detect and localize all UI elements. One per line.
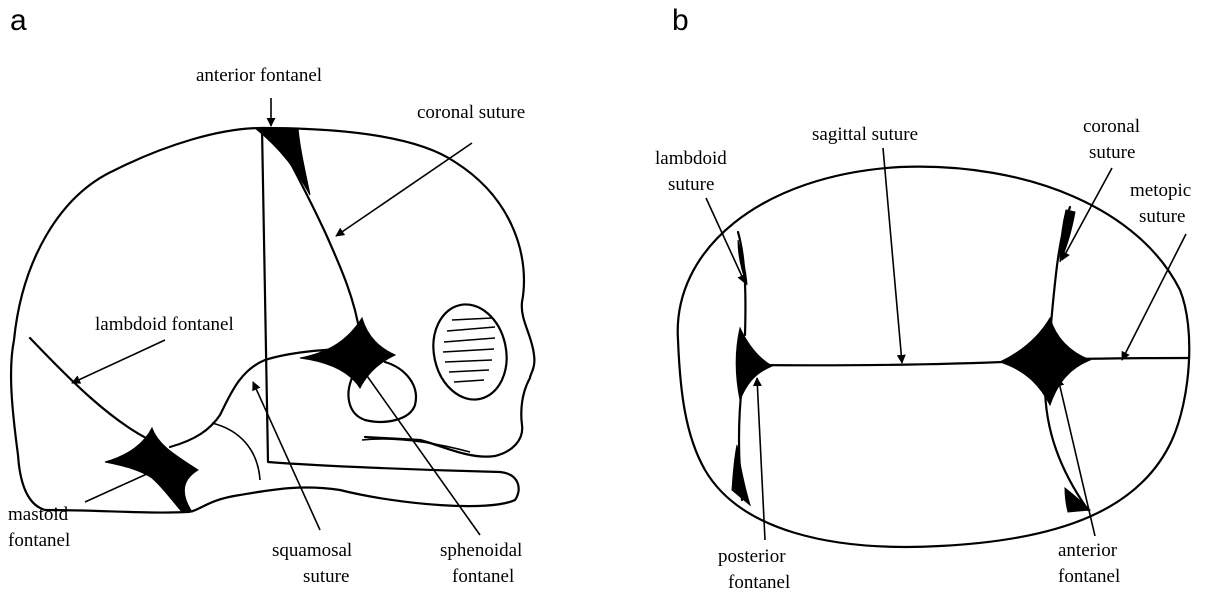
panel-a: a anterior fontanel (8, 4, 534, 587)
label-sagittal-suture: sagittal suture (812, 124, 918, 145)
anterior-fontanel-top-mark (1000, 318, 1090, 405)
posterior-fontanel-mark (736, 328, 772, 400)
arrow-sagittal-suture (883, 148, 902, 363)
label-mastoid-line2: fontanel (8, 530, 70, 551)
label-metopic-suture-line2: suture (1139, 206, 1185, 227)
coronal-suture-line (272, 128, 360, 335)
label-coronal-suture-line2: suture (1089, 142, 1135, 163)
label-mastoid-line1: mastoid (8, 504, 69, 525)
label-metopic-suture-line1: metopic (1130, 180, 1191, 201)
sphenoidal-fontanel-mark (300, 318, 395, 388)
label-coronal-suture-line1: coronal (1083, 116, 1140, 137)
label-lambdoid-suture-line2: suture (668, 174, 714, 195)
arrow-anterior-fontanel-top (1058, 378, 1095, 536)
panel-a-letter: a (10, 4, 27, 37)
label-anterior-fontanel-line1: anterior (1058, 540, 1118, 561)
label-anterior-fontanel-line2: fontanel (1058, 566, 1120, 587)
arrow-coronal-suture (336, 143, 472, 236)
mastoid-fontanel-mark (105, 428, 198, 512)
arrow-mastoid-fontanel (85, 468, 160, 502)
orbit-shell (425, 298, 515, 407)
label-sphenoidal-line2: fontanel (452, 566, 514, 587)
label-anterior-fontanel: anterior fontanel (196, 65, 322, 86)
panel-b: b lambdoid suture sagittal suture corona… (655, 4, 1191, 593)
lambdoid-lower-mark (732, 445, 750, 505)
label-posterior-fontanel-line1: posterior (718, 546, 786, 567)
label-posterior-fontanel-line2: fontanel (728, 572, 790, 593)
label-sphenoidal-line1: sphenoidal (440, 540, 522, 561)
arrow-squamosal-suture (253, 382, 320, 530)
lambdoid-suture-line (30, 338, 150, 440)
arrow-posterior-fontanel (757, 378, 765, 540)
coronal-upper-mark (1060, 210, 1075, 262)
label-lambdoid-fontanel: lambdoid fontanel (95, 314, 234, 335)
panel-b-letter: b (672, 4, 689, 37)
label-squamosal-line1: squamosal (272, 540, 352, 561)
temporal-curve (212, 423, 260, 480)
label-squamosal-line2: suture (303, 566, 349, 587)
arrow-lambdoid-fontanel (72, 340, 165, 383)
label-lambdoid-suture-line1: lambdoid (655, 148, 727, 169)
sagittal-suture-line (745, 360, 1045, 365)
label-coronal-suture: coronal suture (417, 102, 525, 123)
